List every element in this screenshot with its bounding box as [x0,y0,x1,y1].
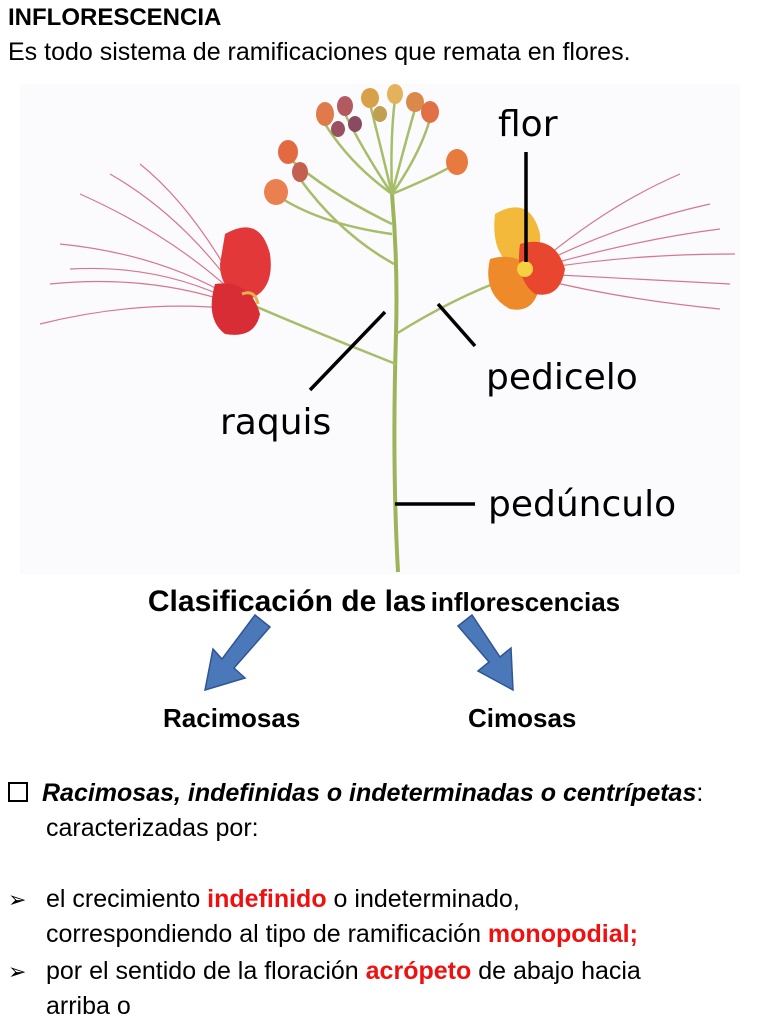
item1-highlight-indefinido: indefinido [207,885,327,913]
section-intro: caracterizadas por: [46,814,259,842]
item1-highlight-monopodial: monopodial; [487,920,638,948]
page-title: INFLORESCENCIA [8,4,222,31]
stem [390,193,400,573]
arrow-bullet-icon: ➢ [8,887,27,912]
left-arrow-icon [204,613,272,692]
checkbox-bullet-icon [8,782,28,802]
classification-heading-part1: Clasificación de las [147,585,427,618]
label-raquis: raquis [220,402,331,443]
classification-heading-part2: inflorescencias [430,587,621,617]
classification-arrows [204,613,514,692]
item1-text-b: o indeterminado, [326,885,520,913]
list-item: ➢ por el sentido de la floración acrópeto… [8,954,758,1024]
item2-text-b: de abajo hacia [471,957,641,985]
right-flower [488,207,565,310]
arrow-bullet-icon: ➢ [8,959,27,984]
classification-heading: Clasificación de las inflorescencias [0,585,768,619]
figure-background [20,84,740,574]
item1-text-a: el crecimiento [46,885,208,913]
item2-text-a: por el sentido de la floración [46,957,366,985]
section-title: Racimosas, indefinidas o indeterminadas … [42,779,697,807]
label-pedicelo: pedicelo [486,357,638,398]
pedicels [249,98,521,366]
flower-buds [264,84,468,205]
inflorescence-figure: flor pedicelo raquis pedúnculo [20,84,740,574]
section-title-colon: : [696,779,704,807]
page-subtitle: Es todo sistema de ramificaciones que re… [8,38,631,66]
right-arrow-icon [456,613,514,692]
label-pointers [308,152,528,506]
left-flower [211,227,271,335]
item2-highlight-acropeto: acrópeto [365,957,472,985]
label-pedunculo: pedúnculo [488,484,676,525]
list-item: ➢ el crecimiento indefinido o indetermina… [8,882,758,952]
section-racimosas: Racimosas, indefinidas o indeterminadas … [8,776,758,846]
item2-text-c: arriba o [46,992,131,1020]
label-flor: flor [498,104,558,145]
category-racimosas: Racimosas [163,703,301,733]
item1-text-c: correspondiendo al tipo de ramificación [46,920,488,948]
category-cimosas: Cimosas [468,703,577,733]
